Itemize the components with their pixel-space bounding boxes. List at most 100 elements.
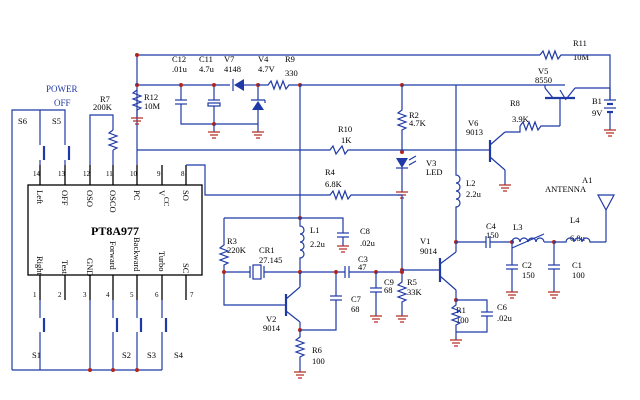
pin-label-so: SO — [181, 190, 191, 201]
capacitor-c12 — [175, 85, 258, 125]
resistor-r5 — [396, 272, 408, 323]
switch-s4 — [161, 300, 168, 370]
r8-label: R8 — [510, 98, 520, 108]
pin-num-12: 12 — [83, 170, 91, 178]
c11-label: C11 — [199, 54, 213, 64]
resistor-r8 — [519, 120, 560, 132]
ic-top-labels: Left OFF OSO OSCO PC V CC SO — [35, 190, 191, 213]
c8-value: .02u — [360, 238, 376, 248]
pin-label-sc: SC — [181, 263, 191, 274]
resistor-r12 — [131, 89, 143, 125]
r4-value: 6.8K — [325, 179, 343, 189]
ic-name: PT8A977 — [91, 224, 139, 238]
crystal-cr1 — [224, 264, 345, 280]
r11-label: R11 — [573, 38, 587, 48]
v5-value: 8550 — [535, 75, 552, 85]
led-v3 — [396, 155, 417, 199]
r5-value: 33K — [407, 287, 423, 297]
pin-label-turbo: Turbo — [157, 251, 167, 271]
pin-num-7: 7 — [190, 291, 194, 299]
c4-value: 150 — [486, 230, 499, 240]
s2-label: S2 — [122, 350, 131, 360]
s6-label: S6 — [18, 116, 27, 126]
r1-label: R1 — [456, 305, 466, 315]
pin-num-13: 13 — [58, 170, 66, 178]
r5-label: R5 — [407, 277, 417, 287]
antenna-label: ANTENNA — [545, 184, 587, 194]
resistor-r6 — [294, 330, 306, 379]
inductor-l3 — [511, 233, 554, 249]
resistor-r2 — [396, 85, 408, 152]
r2-value: 4.7K — [409, 118, 427, 128]
battery-b1 — [604, 99, 616, 137]
pin-label-right: Right — [35, 256, 45, 276]
pin-label-oso: OSO — [85, 190, 95, 207]
ic-body — [27, 184, 203, 276]
r4-label: R4 — [325, 167, 336, 177]
a1-label: A1 — [582, 175, 592, 185]
v5-label: V5 — [538, 66, 548, 76]
pin-num-5: 5 — [130, 291, 134, 299]
zener-v4 — [251, 85, 266, 139]
r6-value: 100 — [312, 356, 325, 366]
resistor-r1 — [450, 300, 462, 347]
pin-label-off: OFF — [60, 190, 70, 206]
pin-label-forward: Forward — [108, 241, 118, 271]
c8-label: C8 — [360, 226, 370, 236]
capacitor-c9 — [370, 272, 382, 323]
r1-value: 100 — [456, 315, 469, 325]
capacitor-c2 — [506, 242, 518, 299]
c3-label: C3 — [358, 254, 368, 264]
r12-value: 10M — [144, 101, 161, 111]
s5-label: S5 — [52, 116, 61, 126]
b1-label: B1 — [592, 96, 602, 106]
pin-num-1: 1 — [33, 291, 37, 299]
r12-label: R12 — [144, 92, 158, 102]
resistor-r7 — [89, 114, 119, 165]
c6-label: C6 — [497, 302, 507, 312]
r6-label: R6 — [312, 345, 322, 355]
switch-s2 — [112, 300, 119, 370]
pin-num-8: 8 — [181, 170, 185, 178]
pin-num-11: 11 — [106, 170, 113, 178]
v6-label: V6 — [468, 118, 478, 128]
r7-value: 200K — [93, 102, 113, 112]
l4-label: L4 — [570, 215, 580, 225]
c3-value: 47 — [358, 262, 367, 272]
cr1-value: 27.145 — [259, 255, 282, 265]
power-label: POWER — [46, 84, 78, 94]
r10-value: 1K — [341, 135, 352, 145]
pin-label-pc: PC — [132, 190, 142, 201]
s1-label: S1 — [32, 350, 41, 360]
transistor-v6 — [480, 126, 521, 192]
resistor-r4 — [186, 164, 403, 270]
v3-value: LED — [426, 167, 443, 177]
switch-s3 — [136, 300, 143, 370]
switch-s6 — [39, 135, 46, 165]
inductor-l1 — [299, 218, 305, 272]
switch-s5 — [64, 135, 71, 165]
capacitor-c1 — [548, 242, 560, 299]
r10-label: R10 — [338, 124, 352, 134]
c1-label: C1 — [572, 260, 582, 270]
pin-label-vcc: V — [157, 190, 167, 197]
v2-label: V2 — [266, 314, 276, 324]
v1-label: V1 — [420, 236, 430, 246]
v1-value: 9014 — [420, 246, 438, 256]
c2-value: 150 — [522, 270, 535, 280]
pin-label-gnd: GND — [85, 258, 95, 276]
c1-value: 100 — [572, 270, 585, 280]
l1-value: 2.2u — [310, 239, 326, 249]
resistor-r11 — [539, 49, 611, 100]
off-label: OFF — [54, 98, 71, 108]
l2-value: 2.2u — [466, 189, 482, 199]
switch-s1 — [39, 300, 46, 370]
pin-num-10: 10 — [130, 170, 138, 178]
cr1-label: CR1 — [259, 245, 275, 255]
pin-label-osco: OSCO — [108, 190, 118, 213]
r3-label: R3 — [227, 236, 237, 246]
capacitor-c6 — [456, 299, 493, 333]
diode-v7 — [232, 79, 258, 91]
c11-value: 4.7u — [199, 64, 215, 74]
c12-label: C12 — [172, 54, 186, 64]
